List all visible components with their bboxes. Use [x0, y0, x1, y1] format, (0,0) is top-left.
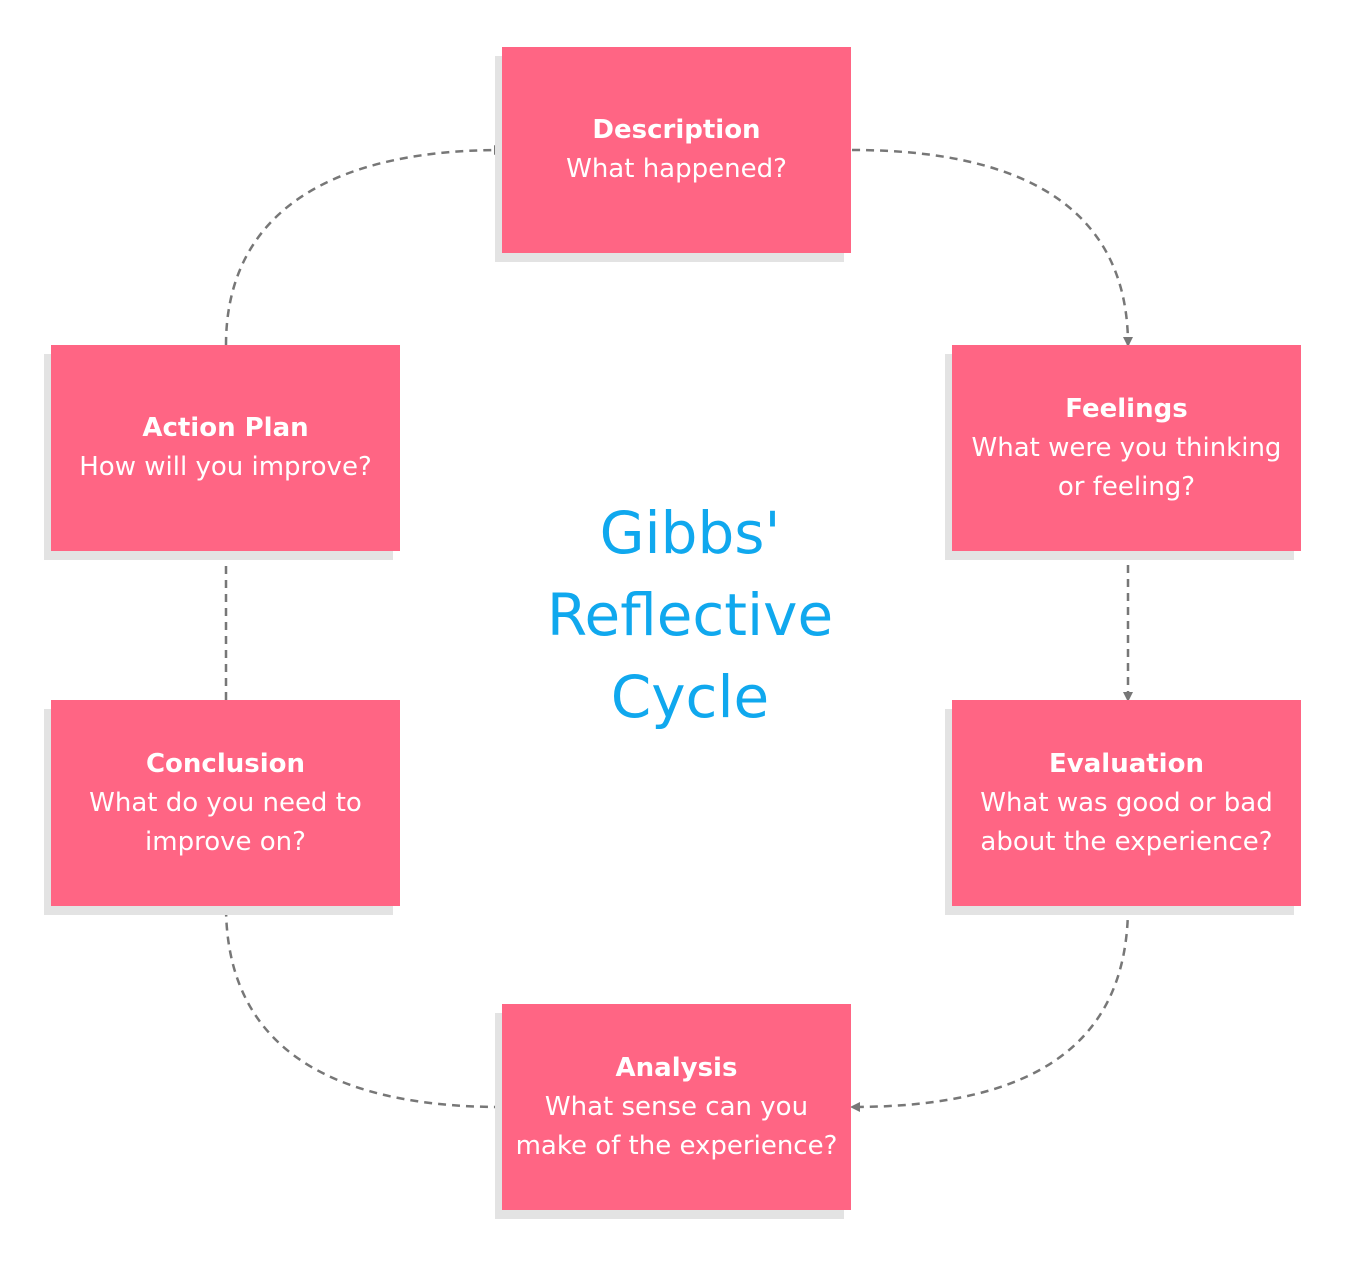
stage-feelings: Feelings What were you thinking or feeli…: [952, 345, 1301, 551]
arrow-evaluation-to-analysis: [850, 905, 1130, 1112]
stage-title: Feelings: [1065, 393, 1188, 424]
stage-question: What was good or bad about the experienc…: [980, 787, 1273, 857]
stage-question: What were you thinking or feeling?: [971, 432, 1282, 502]
stage-action-plan: Action Plan How will you improve?: [51, 345, 400, 551]
stage-title: Description: [592, 115, 761, 145]
stage-title: Action Plan: [142, 413, 309, 443]
stage-description: Description What happened?: [502, 47, 851, 253]
arrow-action-plan-to-description: [224, 145, 504, 346]
stage-evaluation: Evaluation What was good or bad about th…: [952, 700, 1301, 906]
stage-title: Analysis: [615, 1052, 738, 1083]
arrow-description-to-feelings: [851, 148, 1133, 347]
stage-conclusion: Conclusion What do you need to improve o…: [51, 700, 400, 906]
diagram-title: Gibbs' Reflective Cycle: [546, 499, 834, 731]
stage-title: Evaluation: [1049, 748, 1204, 779]
stage-title: Conclusion: [145, 748, 306, 779]
stage-question: What happened?: [566, 154, 787, 184]
stage-question: What do you need to improve on?: [89, 787, 362, 857]
arrow-analysis-to-conclusion: [221, 904, 503, 1109]
stage-question: How will you improve?: [79, 452, 372, 482]
stage-analysis: Analysis What sense can you make of the …: [502, 1004, 851, 1210]
stage-question: What sense can you make of the experienc…: [515, 1091, 838, 1161]
